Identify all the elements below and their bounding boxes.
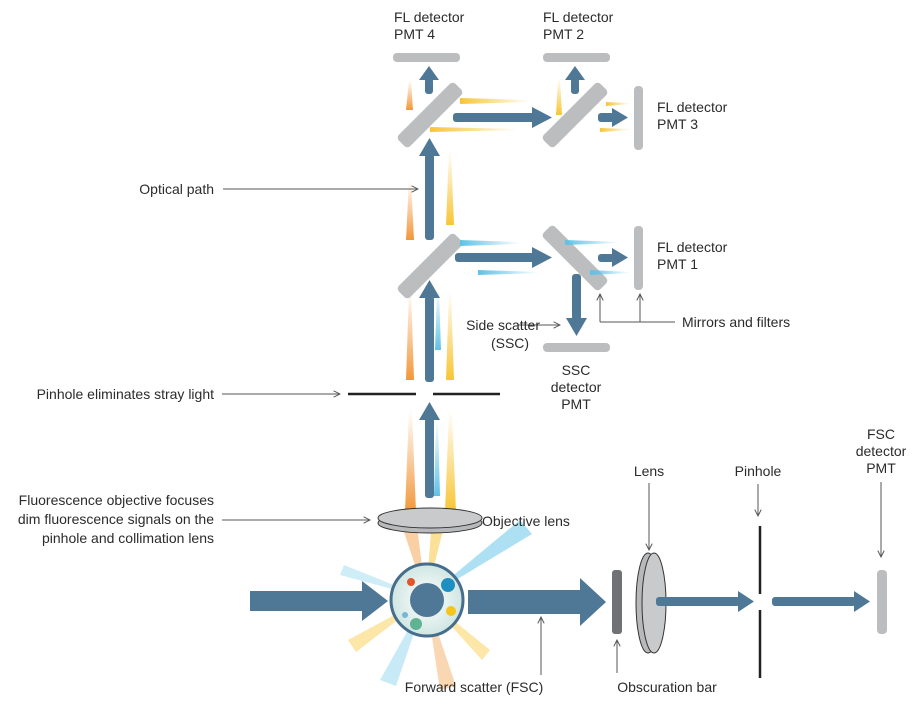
ssc-beam-arrow bbox=[566, 274, 587, 336]
obscuration-bar-label: Obscuration bar bbox=[617, 679, 717, 695]
obscuration-bar bbox=[612, 570, 622, 634]
leader-lines bbox=[222, 189, 881, 675]
beams-mirror1-to-mirror2 bbox=[455, 240, 552, 275]
objective-lens bbox=[377, 507, 483, 534]
pmt4-detector bbox=[393, 53, 460, 62]
forward-scatter-label: Forward scatter (FSC) bbox=[405, 679, 543, 695]
pinhole-stray-label: Pinhole eliminates stray light bbox=[37, 386, 215, 402]
laser-input-arrow bbox=[250, 581, 388, 621]
fluorescence-beams-lower bbox=[405, 410, 456, 512]
pmt3-beam bbox=[598, 102, 630, 132]
lens-label: Lens bbox=[634, 463, 664, 479]
mirror-1 bbox=[397, 233, 463, 299]
mirror-4 bbox=[542, 82, 608, 148]
objective-lens-label: Objective lens bbox=[482, 513, 570, 529]
beam-lens-to-pinhole bbox=[656, 591, 754, 612]
forward-scatter-arrow bbox=[468, 578, 606, 626]
side-scatter-label: Side scatter(SSC) bbox=[466, 317, 540, 351]
ssc-detector bbox=[543, 343, 610, 352]
pinhole-label: Pinhole bbox=[735, 463, 782, 479]
fluorescence-beams-upper bbox=[406, 138, 454, 240]
beams-mirror2-to-pmt1 bbox=[565, 240, 630, 275]
pmt2-detector bbox=[543, 53, 610, 62]
collection-lens bbox=[635, 552, 667, 654]
optical-path-label: Optical path bbox=[139, 181, 214, 197]
beams-mirror3-to-mirror4 bbox=[430, 98, 552, 132]
mirrors-filters-label: Mirrors and filters bbox=[682, 314, 790, 330]
pmt1-detector bbox=[634, 226, 643, 290]
cell bbox=[389, 562, 465, 638]
beam-pinhole-to-fsc bbox=[772, 591, 870, 612]
pmt4-beam bbox=[406, 66, 439, 110]
beam-arrow-lens-to-pinhole bbox=[419, 402, 440, 498]
pmt2-beam bbox=[556, 66, 585, 115]
pmt3-detector bbox=[634, 86, 643, 150]
fsc-detector bbox=[877, 570, 887, 634]
mirror-3 bbox=[397, 82, 463, 148]
fluorescence-beams-middle bbox=[406, 280, 454, 382]
